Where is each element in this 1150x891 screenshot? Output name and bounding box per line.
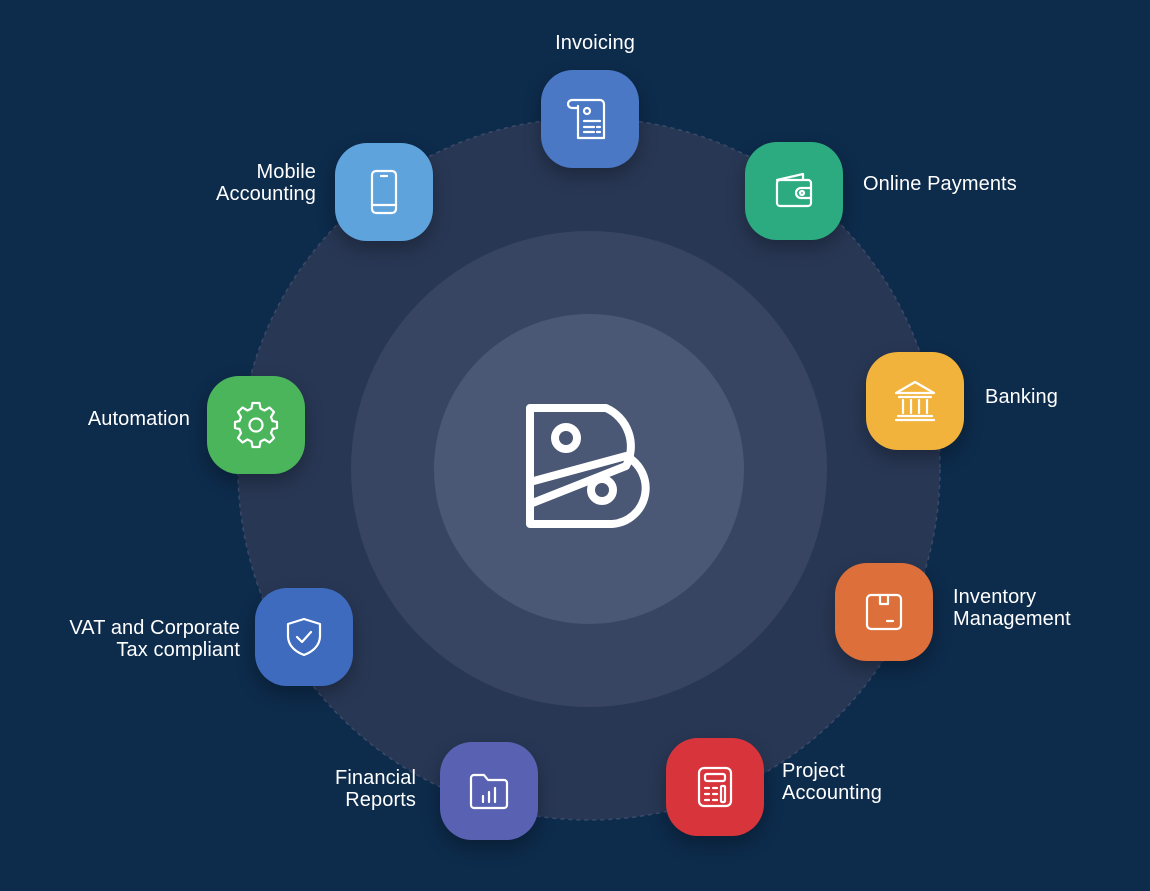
invoice-icon (566, 98, 606, 140)
vat-compliance-label: VAT and Corporate Tax compliant (30, 617, 240, 661)
mobile-accounting-label: Mobile Accounting (186, 161, 316, 205)
automation-tile[interactable] (207, 376, 305, 474)
bank-icon (894, 380, 936, 422)
mobile-phone-icon (370, 169, 398, 215)
financial-label-line1: Financial (335, 767, 416, 789)
invoicing-label: Invoicing (555, 32, 635, 54)
online-payments-tile[interactable] (745, 142, 843, 240)
box-icon (865, 593, 903, 631)
shield-check-icon (286, 617, 322, 657)
vat-label-line1: VAT and Corporate (69, 617, 240, 639)
inventory-label-line1: Inventory (953, 586, 1037, 608)
gear-icon (233, 401, 279, 449)
invoicing-tile[interactable] (541, 70, 639, 168)
vat-compliance-tile[interactable] (255, 588, 353, 686)
project-accounting-tile[interactable] (666, 738, 764, 836)
project-label-line2: Accounting (782, 782, 882, 804)
financial-label-line2: Reports (345, 789, 416, 811)
vat-label-line2: Tax compliant (116, 639, 240, 661)
inventory-management-tile[interactable] (835, 563, 933, 661)
books-logo-icon (526, 404, 650, 528)
project-label-line1: Project (782, 760, 845, 782)
report-folder-icon (469, 773, 509, 810)
calculator-icon (697, 766, 733, 808)
wallet-icon (775, 172, 813, 208)
mobile-label-line1: Mobile (256, 161, 316, 183)
mobile-label-line2: Accounting (216, 183, 316, 205)
inventory-label-line2: Management (953, 608, 1071, 630)
banking-tile[interactable] (866, 352, 964, 450)
online-payments-label: Online Payments (863, 173, 1017, 195)
mobile-accounting-tile[interactable] (335, 143, 433, 241)
inventory-management-label: Inventory Management (953, 586, 1071, 630)
financial-reports-tile[interactable] (440, 742, 538, 840)
financial-reports-label: Financial Reports (296, 767, 416, 811)
project-accounting-label: Project Accounting (782, 760, 882, 804)
banking-label: Banking (985, 386, 1058, 408)
automation-label: Automation (87, 408, 190, 430)
